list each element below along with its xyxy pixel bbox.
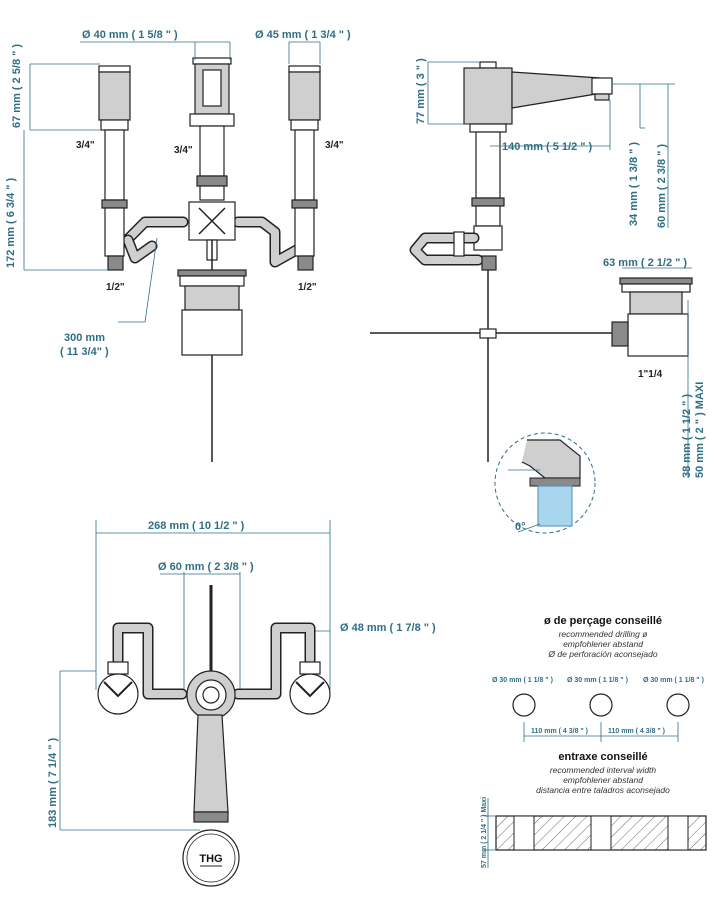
- thg-logo: THG: [199, 853, 222, 865]
- dim-top-depth: 183 mm ( 7 1/4 " ): [47, 737, 59, 828]
- dim-hose-length-inch: ( 11 3/4" ): [60, 346, 109, 358]
- dim-drain-width: 63 mm ( 2 1/2 " ): [603, 257, 687, 269]
- drain-thread-label: 1"1/4: [638, 369, 663, 380]
- top-view: THG 268 mm ( 10 1/2 " ) Ø 60 mm ( 2 3/8 …: [47, 520, 436, 887]
- thread-right-label: 3/4": [325, 140, 344, 151]
- dim-hose-length: 300 mm: [64, 332, 105, 344]
- dim-spout-diameter: Ø 40 mm ( 1 5/8 " ): [82, 29, 178, 41]
- drilling-en: recommended drilling ø: [559, 629, 648, 639]
- side-view: 77 mm ( 3 " ) 140 mm ( 5 1/2 " ) 34 mm (…: [370, 58, 706, 534]
- dim-top-valve: Ø 48 mm ( 1 7/8 " ): [340, 622, 436, 634]
- side-drain: [611, 277, 693, 357]
- spout-body: [188, 57, 236, 261]
- dim-34mm: 34 mm ( 1 3/8 " ): [628, 142, 640, 226]
- hole-label-2: Ø 30 mm ( 1 1/8 " ): [567, 677, 628, 684]
- top-right-valve: [289, 661, 331, 715]
- dim-thickness-b: 50 mm ( 2 " ) MAXI: [694, 382, 706, 478]
- dim-side-height: 77 mm ( 3 " ): [415, 58, 427, 124]
- hole-2: [589, 693, 613, 717]
- left-valve-handle: [98, 65, 131, 271]
- hole-3: [666, 693, 690, 717]
- dim-reach: 140 mm ( 5 1/2 " ): [502, 141, 593, 153]
- front-drain: [177, 240, 247, 462]
- inlet-left-label: 1/2": [106, 282, 125, 293]
- thread-center-label: 3/4": [174, 145, 193, 156]
- top-left-valve: [97, 661, 139, 715]
- top-spout-arm: [193, 714, 229, 813]
- interval-en: recommended interval width: [550, 765, 657, 775]
- hole-1: [512, 693, 536, 717]
- drilling-section: ø de perçage conseillé recommended drill…: [492, 615, 704, 742]
- drilling-de: empfohlener abstand: [563, 639, 643, 649]
- inlet-right-label: 1/2": [298, 282, 317, 293]
- dim-handle-height: 67 mm ( 2 5/8 " ): [11, 44, 23, 128]
- hole-label-3: Ø 30 mm ( 1 1/8 " ): [643, 677, 704, 684]
- right-valve-handle: [288, 65, 321, 271]
- thread-left-label: 3/4": [76, 140, 95, 151]
- spacing-label-1: 110 mm ( 4 3/8 " ): [531, 728, 588, 735]
- dim-handle-diameter: Ø 45 mm ( 1 3/4 " ): [255, 29, 351, 41]
- interval-de: empfohlener abstand: [563, 775, 643, 785]
- detail-circle: 0°: [494, 432, 596, 534]
- dim-top-width: 268 mm ( 10 1/2 " ): [148, 520, 245, 532]
- interval-title: entraxe conseillé: [558, 751, 647, 763]
- hole-label-1: Ø 30 mm ( 1 1/8 " ): [492, 677, 553, 684]
- dim-60mm: 60 mm ( 2 3/8 " ): [656, 144, 668, 228]
- drilling-es: Ø de perforación aconsejado: [547, 649, 657, 659]
- dim-counter-max: 57 mm ( 2 1/4 " ) Maxi: [481, 797, 488, 868]
- interval-es: distancia entre taladros aconsejado: [536, 785, 670, 795]
- front-view: Ø 40 mm ( 1 5/8 " ) Ø 45 mm ( 1 3/4 " ) …: [5, 29, 351, 462]
- dim-thickness-a: 38 mm ( 1 1/2 " ): [681, 394, 693, 478]
- detail-angle: 0°: [515, 521, 526, 533]
- drilling-title: ø de perçage conseillé: [544, 615, 662, 627]
- interval-section: entraxe conseillé recommended interval w…: [481, 751, 707, 868]
- spacing-label-2: 110 mm ( 4 3/8 " ): [608, 728, 665, 735]
- dim-body-height: 172 mm ( 6 3/4 " ): [5, 177, 17, 268]
- thg-aerator: [182, 829, 240, 887]
- dim-top-spout: Ø 60 mm ( 2 3/8 " ): [158, 561, 254, 573]
